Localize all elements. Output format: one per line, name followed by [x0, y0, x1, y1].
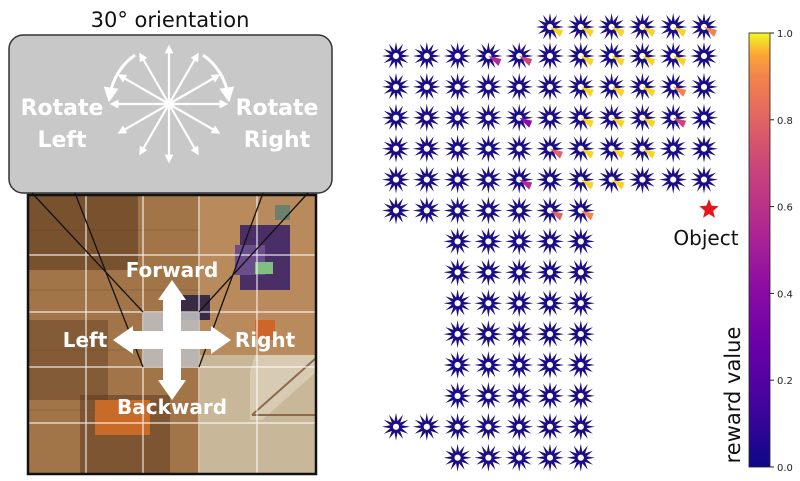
- reward-spike: [580, 117, 594, 128]
- rotate-left-line1: Rotate: [21, 96, 104, 121]
- reward-spike: [611, 117, 625, 128]
- reward-spike: [580, 210, 594, 221]
- colorbar-ticks: 0.0 0.2 0.4 0.6 0.8 1.0: [770, 29, 793, 474]
- colorbar-tick-label: 0.8: [777, 116, 793, 127]
- rotate-left-line2: Left: [37, 128, 87, 153]
- reward-spike: [673, 86, 687, 97]
- reward-spike: [642, 148, 656, 159]
- orientation-arrow: [139, 52, 170, 105]
- orange-table: [95, 400, 150, 435]
- orientation-callout: [8, 34, 333, 194]
- reward-spike: [550, 27, 563, 37]
- colorbar-tick-label: 0.2: [777, 376, 793, 387]
- move-arrows-icon: [113, 280, 231, 400]
- orientation-arrow: [117, 74, 170, 105]
- reward-spike: [611, 148, 625, 159]
- colorbar-tick-label: 1.0: [777, 29, 793, 40]
- reward-spike: [642, 117, 656, 128]
- rotate-right-line1: Rotate: [236, 96, 319, 121]
- rotate-right-arc-icon: [202, 53, 235, 103]
- orientation-arrow: [168, 74, 221, 105]
- reward-spike: [550, 148, 563, 159]
- orientation-arrow: [168, 103, 199, 156]
- reward-spike: [580, 148, 594, 159]
- move-forward-label: Forward: [126, 258, 219, 282]
- orientation-title: 30° orientation: [91, 8, 250, 32]
- rotate-left-arc-icon: [103, 53, 136, 103]
- colorbar-tick-label: 0.4: [777, 289, 793, 300]
- reward-spike: [611, 179, 625, 190]
- reward-spike: [704, 27, 717, 37]
- reward-spike: [519, 56, 533, 66]
- reward-spike: [519, 179, 533, 190]
- move-backward-label: Backward: [117, 395, 227, 419]
- object-star-icon: [699, 199, 719, 218]
- agent-orientation-stars: [382, 13, 718, 472]
- action-space-illustration: 30° orientation Rotate Left Rotate Right: [8, 8, 333, 476]
- orientation-arrow: [117, 103, 170, 134]
- reward-spike: [488, 56, 502, 66]
- orientation-arrow: [168, 52, 199, 105]
- reward-map: Object 0.0 0.2 0.4 0.6 0.8 1.0 reward value: [382, 13, 793, 474]
- reward-spike: [673, 117, 687, 128]
- orientation-arrows-icon: [109, 44, 229, 164]
- colorbar-tick-label: 0.6: [777, 203, 793, 214]
- reward-spike: [580, 179, 594, 190]
- orientation-arrow: [139, 103, 170, 156]
- reward-spike: [673, 56, 687, 66]
- reward-spike: [642, 86, 656, 97]
- reward-spike: [611, 56, 625, 66]
- move-left-label: Left: [63, 328, 108, 352]
- reward-spike: [580, 86, 594, 97]
- move-right-label: Right: [235, 328, 296, 352]
- reward-spike: [580, 27, 594, 37]
- orientation-arrow: [168, 103, 221, 134]
- reward-spike: [519, 117, 533, 128]
- reward-spike: [611, 86, 625, 97]
- colorbar: [748, 32, 771, 468]
- reward-spike: [673, 27, 687, 37]
- rotate-right-line2: Right: [244, 128, 311, 153]
- object-label: Object: [673, 226, 738, 250]
- reward-spike: [642, 27, 656, 37]
- reward-spike: [580, 56, 594, 66]
- colorbar-tick-label: 0.0: [777, 463, 793, 474]
- colorbar-label: reward value: [721, 327, 745, 464]
- reward-spike: [550, 210, 563, 221]
- reward-spike: [642, 56, 656, 66]
- reward-spike: [611, 27, 625, 37]
